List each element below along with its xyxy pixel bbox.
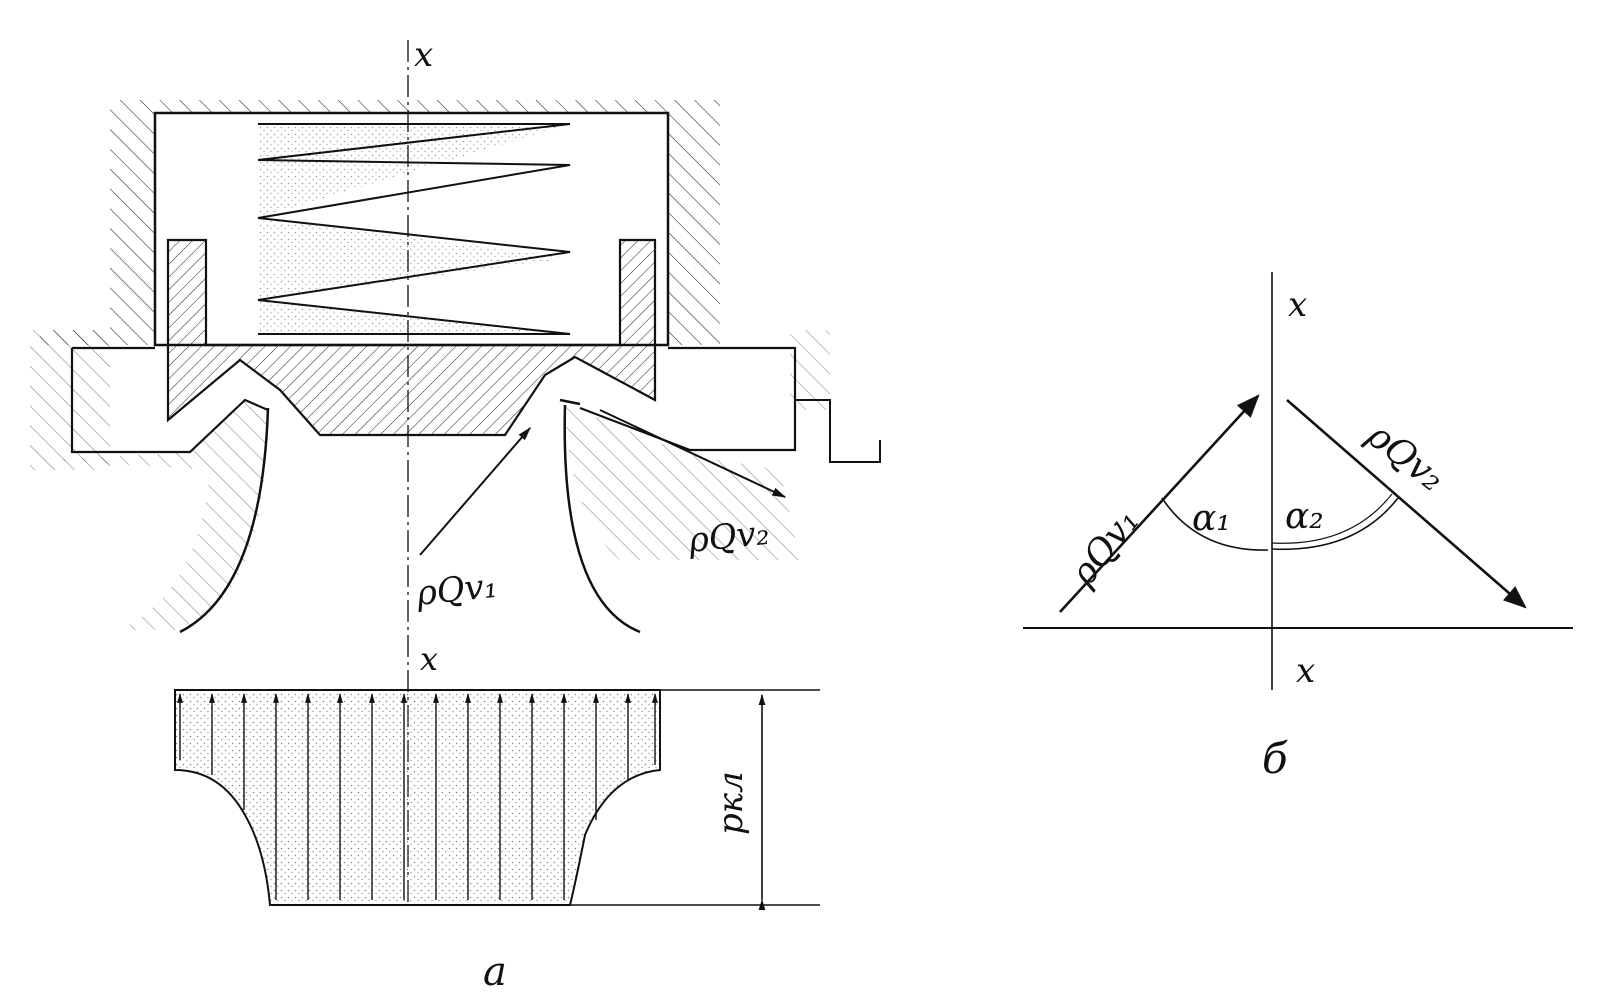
valve-seat — [50, 398, 800, 634]
spring — [257, 123, 571, 335]
flow-in-label-b: ρQv₁ — [1062, 501, 1148, 594]
flow-out-arrow — [599, 409, 787, 498]
axis-label-bottom: x — [420, 640, 438, 678]
angle-arc-1 — [1161, 497, 1269, 551]
caption-b: б — [1262, 734, 1288, 783]
angle-arc-2 — [1271, 497, 1399, 551]
valve-poppet — [166, 238, 657, 437]
axis-label-top-b: x — [1288, 285, 1307, 325]
housing — [30, 100, 830, 470]
flow-out-label: ρQv₂ — [686, 513, 771, 561]
flow-in-label: ρQv₁ — [414, 566, 499, 614]
flow-out-label-b: ρQv₂ — [1359, 414, 1452, 500]
axis-label-bottom-b: x — [1296, 651, 1315, 691]
angle2-label: α₂ — [1285, 496, 1324, 537]
figure-a: x x ρQv₁ ρQv₂ — [30, 35, 881, 995]
angle1-label: α₁ — [1192, 498, 1231, 539]
figure-b: x x α₁ α₂ ρQv₁ ρQv₂ б — [1023, 272, 1573, 783]
axis-label-top: x — [414, 35, 433, 75]
pressure-label: pкл — [711, 771, 751, 835]
flow-in-vector — [1059, 394, 1260, 613]
pressure-diagram: pкл — [174, 689, 820, 911]
flow-in-arrow — [419, 426, 531, 556]
caption-a: а — [483, 949, 507, 995]
flow-out-vector — [1286, 399, 1527, 609]
drain-symbol — [795, 399, 881, 463]
pressure-arrows — [177, 693, 658, 900]
